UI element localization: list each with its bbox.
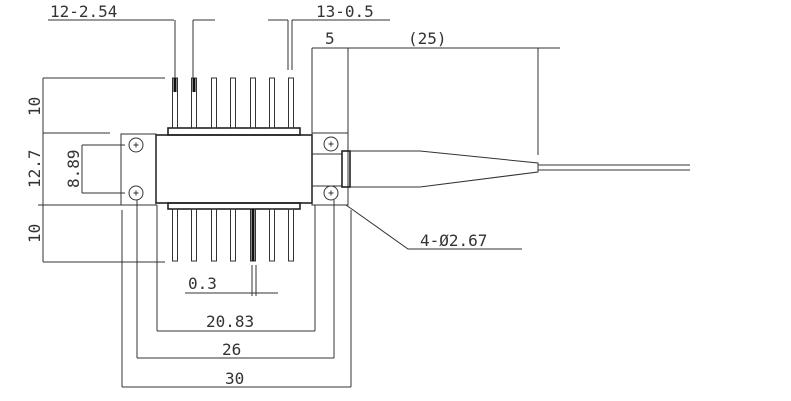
label-flange-height: 12.7	[25, 149, 44, 188]
mounting-hole-icon	[128, 185, 144, 201]
fiber-pigtail	[341, 150, 690, 188]
label-hole-spacing-vertical: 8.89	[64, 149, 83, 188]
dimension-labels: 12-2.54 13-0.5 5 (25) 10 12.7 8.89 10 0.…	[25, 2, 487, 388]
mounting-hole-icon	[323, 136, 339, 152]
bottom-pin	[269, 208, 275, 262]
bottom-pin	[211, 208, 217, 262]
body-outline	[155, 134, 313, 204]
top-pin	[230, 77, 236, 129]
label-boot-length: (25)	[408, 29, 447, 48]
mounting-hole-icon	[128, 137, 144, 153]
top-pin	[288, 77, 294, 129]
ferrule	[341, 150, 351, 188]
label-ferrule-length: 5	[325, 29, 335, 48]
label-pin-width: 13-0.5	[316, 2, 374, 21]
label-hole-spacing-horizontal: 26	[222, 340, 241, 359]
top-pin	[250, 77, 256, 129]
label-bottom-pin-length: 10	[25, 224, 44, 243]
label-body-length: 20.83	[206, 312, 254, 331]
right-flange	[311, 132, 349, 206]
package-body	[120, 127, 349, 210]
label-overall-length: 30	[225, 369, 244, 388]
top-pins	[172, 77, 294, 129]
fiber-boot	[350, 150, 539, 188]
bottom-pin	[230, 208, 236, 262]
label-mounting-holes: 4-Ø2.67	[420, 231, 487, 250]
hole-leader-line	[345, 204, 522, 250]
label-pin-thickness: 0.3	[188, 274, 217, 293]
top-pin	[211, 77, 217, 129]
label-top-pin-length: 10	[25, 97, 44, 116]
bottom-pin-header	[167, 202, 301, 210]
bottom-pin	[288, 208, 294, 262]
mounting-holes	[128, 136, 339, 201]
mounting-hole-icon	[323, 185, 339, 201]
left-flange	[120, 133, 157, 206]
bottom-pin	[191, 208, 197, 262]
dimension-lines	[38, 19, 560, 388]
label-pin-pitch: 12-2.54	[50, 2, 117, 21]
bottom-pins	[172, 208, 294, 262]
top-pin-header	[167, 127, 301, 136]
top-pin	[269, 77, 275, 129]
bottom-pin	[172, 208, 178, 262]
